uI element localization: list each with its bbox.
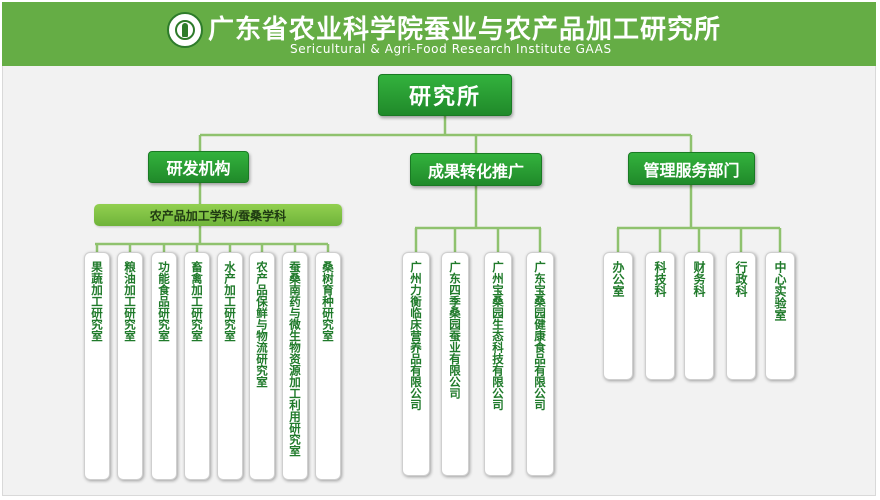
- department-card-label: 行政科: [734, 261, 748, 297]
- institute-logo-icon: [167, 12, 203, 48]
- institute-root-node: 研究所: [378, 74, 512, 116]
- research-lab-card: 果蔬加工研究室: [84, 252, 110, 480]
- research-lab-card-label: 果蔬加工研究室: [90, 261, 104, 342]
- department-card: 科技科: [645, 252, 675, 380]
- header-title: 广东省农业科学院蚕业与农产品加工研究所: [208, 15, 722, 45]
- department-card: 办公室: [603, 252, 633, 380]
- logo-leaf-icon: [182, 23, 188, 37]
- company-card-label: 广东四季桑园蚕业有限公司: [448, 261, 462, 399]
- department-card-label: 办公室: [611, 261, 625, 297]
- research-lab-card-label: 桑树育种研究室: [321, 261, 335, 342]
- logo-ring: [175, 20, 195, 40]
- research-lab-card: 蚕桑南药与微生物资源加工利用研究室: [282, 252, 308, 480]
- header-subtitle: Sericultural & Agri-Food Research Instit…: [290, 42, 612, 56]
- company-card-label: 广东宝桑园健康食品有限公司: [533, 261, 547, 411]
- research-lab-card: 农产品保鲜与物流研究室: [249, 252, 275, 480]
- company-card: 广州宝桑园生态科技有限公司: [484, 252, 512, 476]
- company-card: 广州力衡临床营养品有限公司: [402, 252, 430, 476]
- department-card: 财务科: [684, 252, 714, 380]
- department-card-label: 中心实验室: [773, 261, 787, 321]
- research-lab-card-label: 功能食品研究室: [157, 261, 171, 342]
- department-card-label: 科技科: [653, 261, 667, 297]
- header-banner: [2, 2, 876, 66]
- company-card-label: 广州宝桑园生态科技有限公司: [491, 261, 505, 411]
- department-card: 行政科: [726, 252, 756, 380]
- research-lab-card: 水产加工研究室: [217, 252, 243, 480]
- department-card: 中心实验室: [765, 252, 795, 380]
- research-lab-card-label: 粮油加工研究室: [123, 261, 137, 342]
- company-card: 广东四季桑园蚕业有限公司: [441, 252, 469, 476]
- company-card: 广东宝桑园健康食品有限公司: [526, 252, 554, 476]
- research-lab-card-label: 农产品保鲜与物流研究室: [255, 261, 269, 388]
- research-lab-card-label: 蚕桑南药与微生物资源加工利用研究室: [288, 261, 302, 457]
- research-lab-card: 畜禽加工研究室: [184, 252, 210, 480]
- services-branch-node: 管理服务部门: [628, 152, 755, 185]
- research-lab-card-label: 畜禽加工研究室: [190, 261, 204, 342]
- research-lab-card: 功能食品研究室: [151, 252, 177, 480]
- rd-branch-node: 研发机构: [148, 151, 249, 183]
- company-card-label: 广州力衡临床营养品有限公司: [409, 261, 423, 411]
- research-lab-card: 桑树育种研究室: [315, 252, 341, 480]
- transfer-branch-node: 成果转化推广: [410, 153, 542, 186]
- discipline-bar: 农产品加工学科/蚕桑学科: [94, 204, 342, 226]
- research-lab-card-label: 水产加工研究室: [223, 261, 237, 342]
- research-lab-card: 粮油加工研究室: [117, 252, 143, 480]
- department-card-label: 财务科: [692, 261, 706, 297]
